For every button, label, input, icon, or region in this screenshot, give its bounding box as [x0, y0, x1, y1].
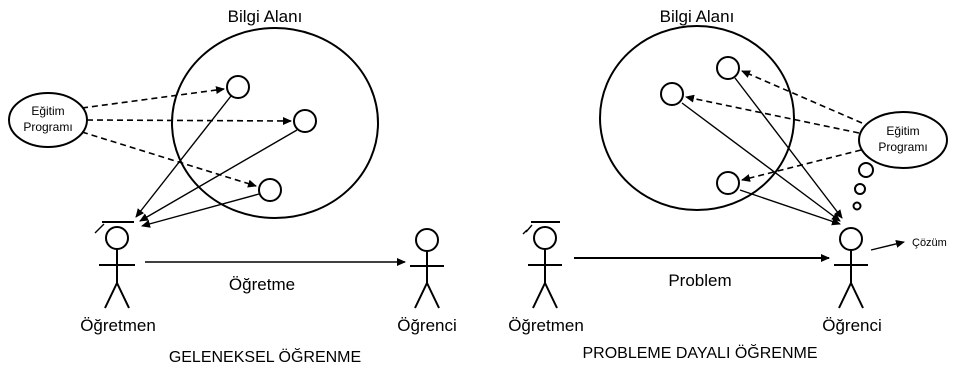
thought-bubble-medium: [854, 183, 866, 195]
left-curriculum-to-node-1-arrow: [81, 86, 225, 109]
right-node-1-to-student-arrow: [734, 77, 843, 219]
left-teaching-label: Öğretme: [229, 275, 295, 294]
right-solution-arrow: [870, 239, 905, 251]
left-knowledge-node-3: [258, 178, 282, 202]
right-knowledge-area-circle: [599, 25, 795, 211]
thought-bubble-large: [858, 162, 874, 178]
right-knowledge-node-1: [716, 56, 740, 80]
left-node-2-to-teacher-arrow: [139, 129, 298, 222]
left-caption: GELENEKSEL ÖĞRENME: [169, 347, 361, 366]
right-curriculum-to-node-1-arrow: [741, 70, 863, 124]
left-curriculum-to-node-3-arrow: [81, 131, 257, 188]
right-student-figure: [834, 227, 868, 309]
left-curriculum-label-line2: Programı: [23, 120, 72, 134]
left-student-figure: [410, 228, 444, 309]
left-node-3-to-teacher-arrow: [141, 193, 260, 228]
right-knowledge-node-3: [716, 171, 740, 195]
right-curriculum-label-line1: Eğitim: [886, 124, 919, 138]
left-student-label: Öğrenci: [397, 316, 457, 335]
left-knowledge-area-circle: [171, 27, 379, 219]
problem-based-learning-diagram: Bilgi Alanı Eğitim Programı Öğretmen: [508, 7, 948, 362]
right-knowledge-node-2: [660, 82, 684, 106]
left-knowledge-node-2: [293, 109, 317, 133]
right-knowledge-area-title: Bilgi Alanı: [660, 7, 735, 26]
right-caption: PROBLEME DAYALI ÖĞRENME: [582, 343, 817, 362]
left-teacher-figure: [94, 221, 135, 309]
thought-bubble-small: [852, 201, 862, 211]
right-node-2-to-student-arrow: [681, 102, 841, 222]
right-node-3-to-student-arrow: [739, 189, 841, 226]
right-problem-label: Problem: [668, 271, 731, 290]
left-knowledge-area-title: Bilgi Alanı: [228, 7, 303, 26]
right-curriculum-bubble: [858, 111, 948, 169]
right-teacher-figure: [522, 221, 562, 309]
traditional-learning-diagram: Bilgi Alanı Eğitim Programı Öğretmen: [8, 7, 457, 366]
left-curriculum-label-line1: Eğitim: [31, 104, 64, 118]
right-curriculum-label-line2: Programı: [878, 140, 927, 154]
left-teacher-label: Öğretmen: [80, 316, 156, 335]
right-student-label: Öğrenci: [822, 316, 882, 335]
left-node-1-to-teacher-arrow: [135, 95, 232, 218]
right-solution-label: Çözüm: [912, 237, 947, 249]
right-teacher-label: Öğretmen: [508, 316, 584, 335]
left-knowledge-node-1: [226, 75, 250, 99]
left-curriculum-to-node-2-arrow: [86, 116, 292, 125]
